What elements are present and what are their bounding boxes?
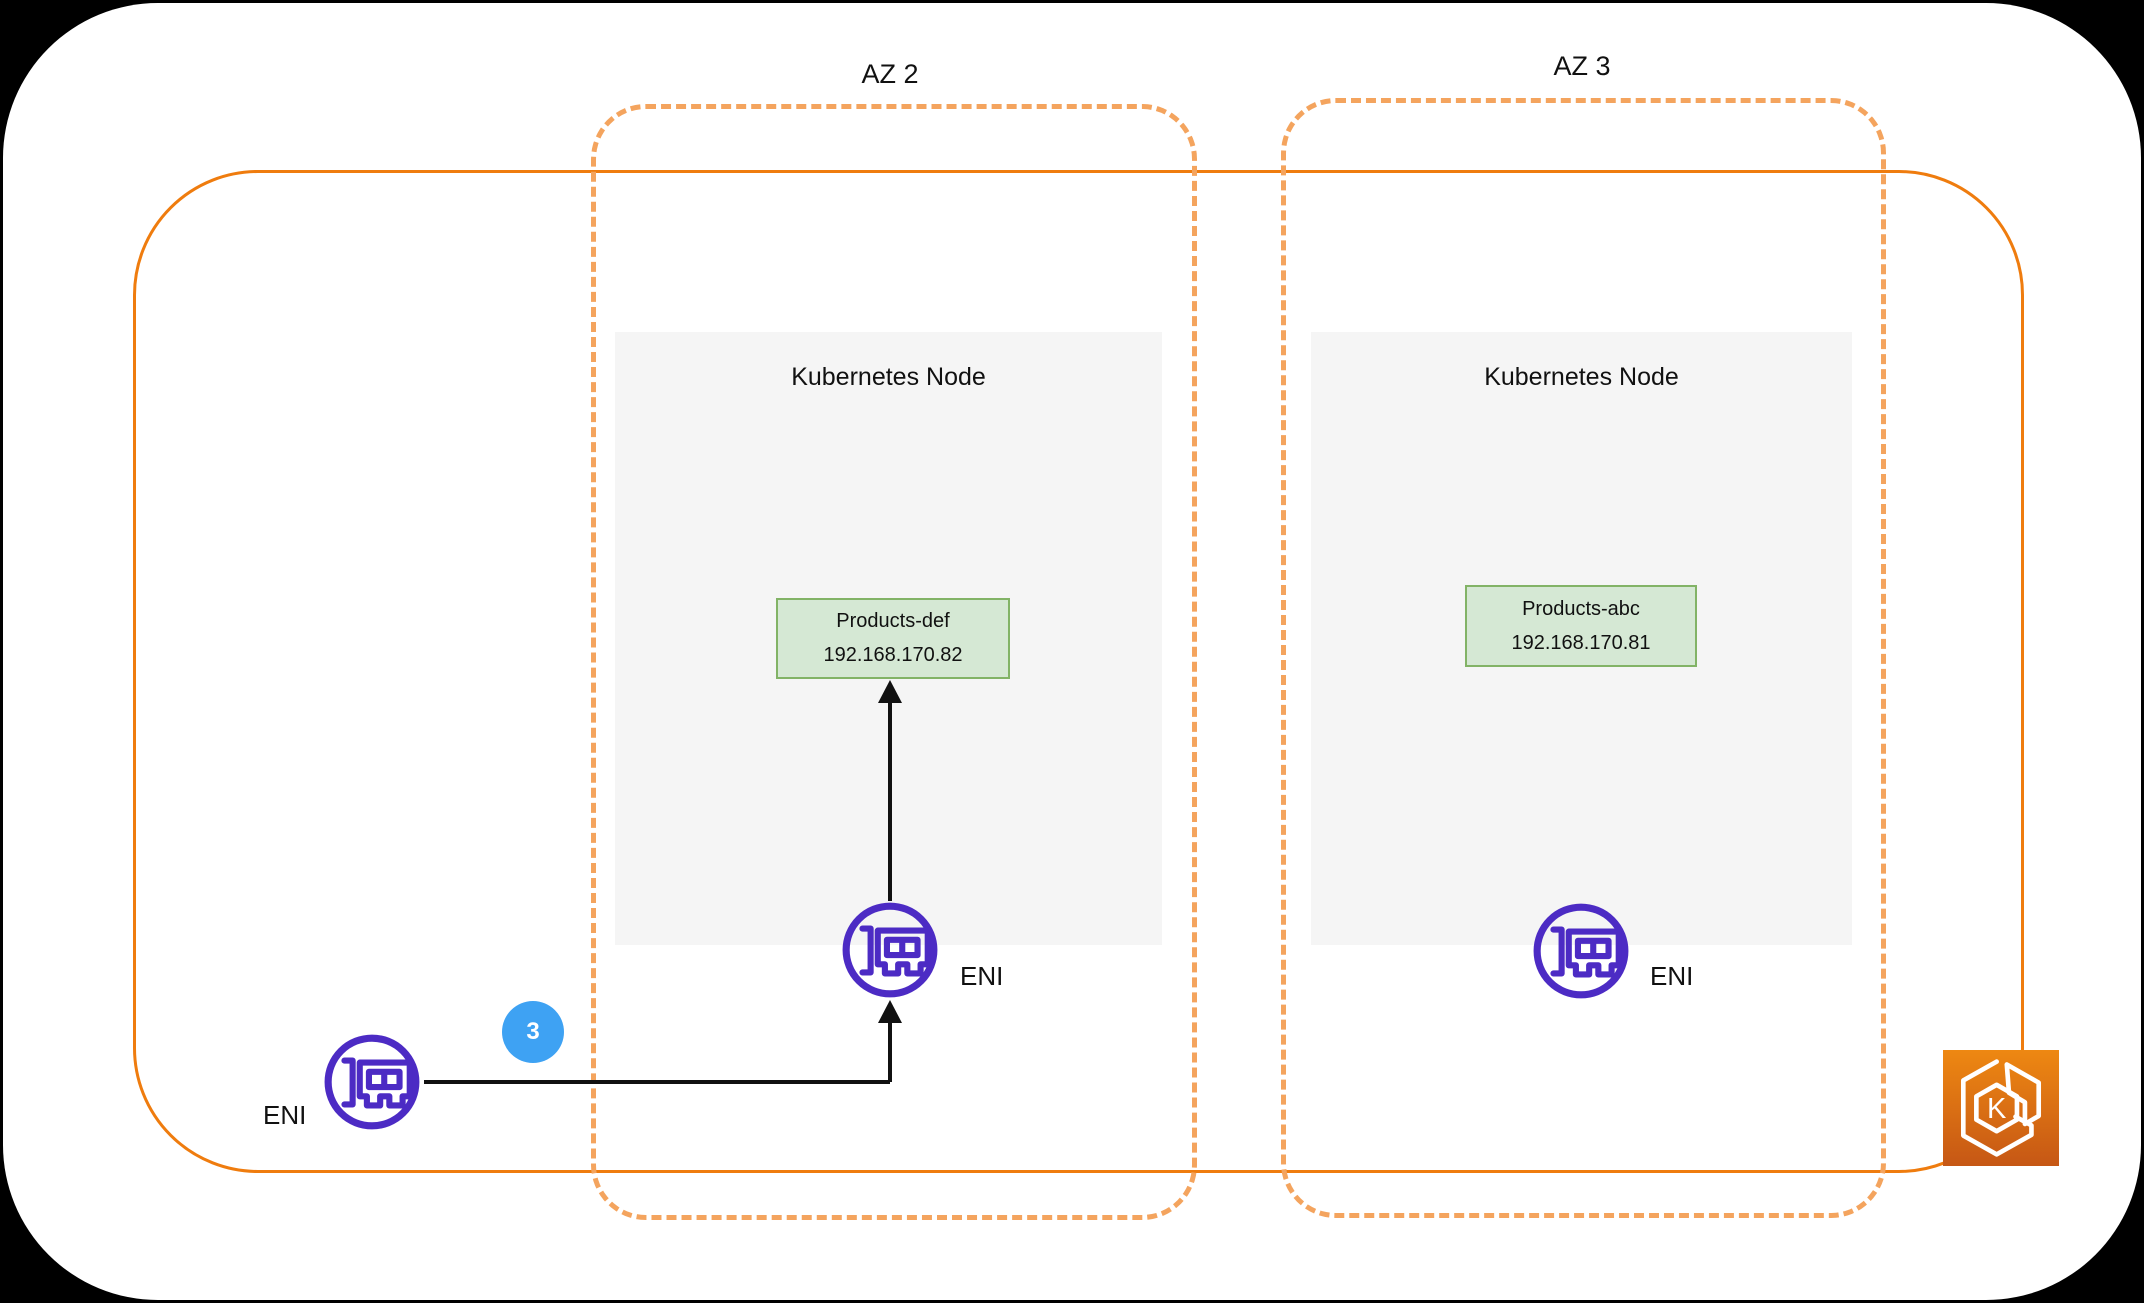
arrowhead-to-eni [878, 1000, 902, 1023]
pod-ip: 192.168.170.81 [1511, 631, 1651, 654]
az3-label: AZ 3 [1553, 51, 1611, 81]
node2-eni-label: ENI [1650, 961, 1694, 991]
pod-products-abc: Products-abc 192.168.170.81 [1465, 585, 1697, 667]
eks-letter: K [1987, 1093, 2007, 1125]
step-badge: 3 [502, 1001, 564, 1063]
pod-products-def: Products-def 192.168.170.82 [776, 598, 1010, 679]
pod-name: Products-abc [1522, 597, 1640, 620]
az2-boundary [591, 104, 1197, 1220]
arrowhead-to-pod [878, 680, 902, 703]
traffic-line-to-pod [888, 698, 892, 901]
az2-label: AZ 2 [861, 59, 919, 89]
eni-icon [321, 1031, 423, 1133]
cluster-boundary [133, 170, 2024, 1173]
eni-icon [1530, 900, 1632, 1002]
external-eni-label: ENI [263, 1100, 307, 1130]
traffic-line-to-eni [888, 1018, 892, 1082]
az3-boundary [1281, 98, 1886, 1218]
pod-ip: 192.168.170.82 [823, 644, 963, 666]
k8s-node-1-title: Kubernetes Node [791, 363, 986, 391]
k8s-node-2-title: Kubernetes Node [1484, 363, 1679, 391]
pod-name: Products-def [836, 610, 950, 632]
eni-icon [839, 899, 941, 1001]
node1-eni-label: ENI [960, 961, 1004, 991]
eks-icon: K [1943, 1050, 2059, 1166]
traffic-line-horizontal [424, 1080, 890, 1084]
